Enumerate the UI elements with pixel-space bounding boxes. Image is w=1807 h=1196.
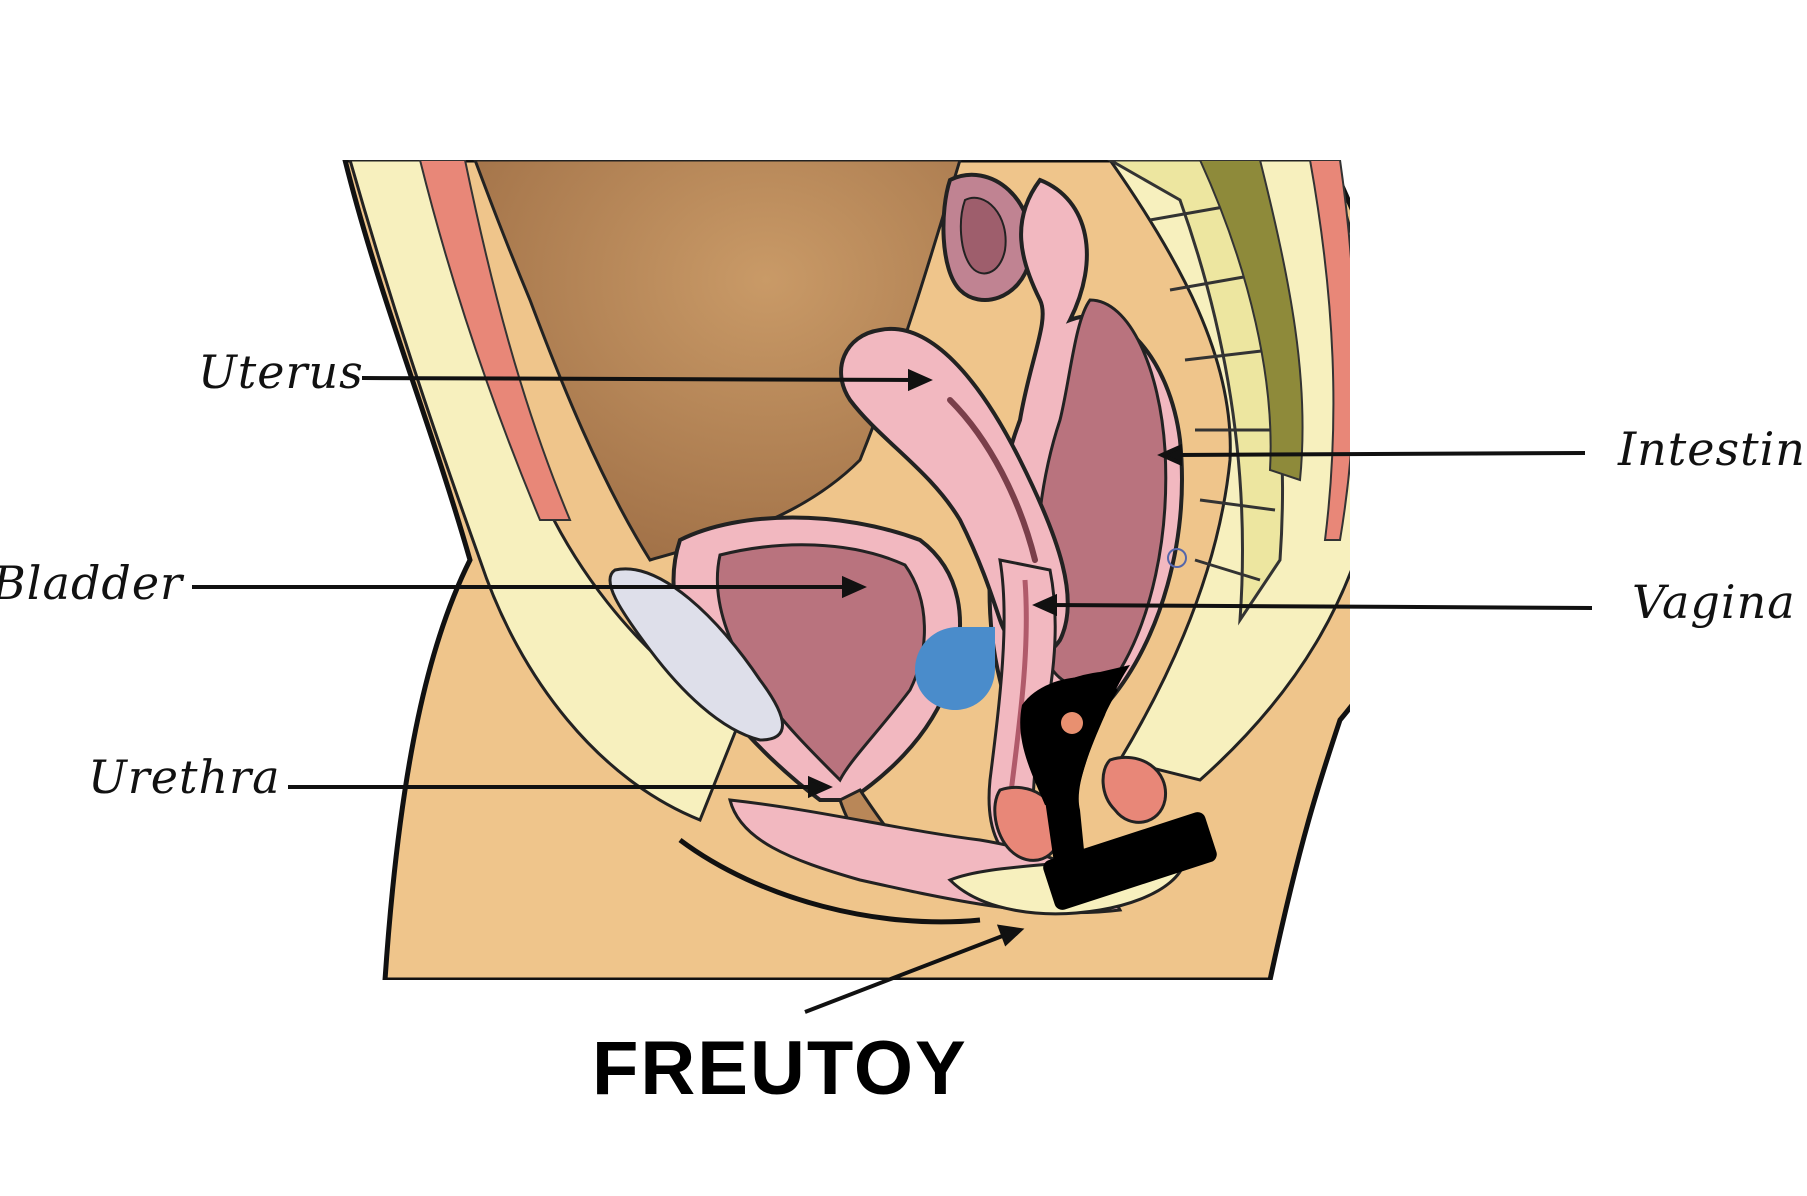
product-name: FREUTOY	[592, 1026, 968, 1111]
intestine-arrow	[1174, 451, 1586, 457]
label-bladder: Bladder	[0, 556, 184, 610]
back-muscle	[1308, 160, 1350, 541]
label-intestine: Intestine	[1618, 422, 1807, 476]
labia	[993, 785, 1062, 862]
label-vagina: Vagina	[1632, 575, 1796, 629]
water-droplet-icon	[915, 627, 995, 710]
uterus-arrow	[361, 376, 916, 382]
vagina-arrow	[1049, 603, 1593, 610]
pubic-bone	[608, 567, 784, 742]
marker-circle	[1167, 548, 1187, 568]
label-urethra: Urethra	[88, 750, 281, 804]
annotation-arrows	[192, 368, 1593, 1014]
device-button	[1061, 712, 1083, 734]
buttock-curve	[678, 837, 981, 925]
spinal-cord	[1198, 160, 1304, 482]
t-shaped-device-icon	[1020, 665, 1217, 910]
label-uterus: Uterus	[198, 345, 364, 399]
device-arrow	[804, 933, 1006, 1014]
abdominal-muscle	[418, 160, 572, 521]
